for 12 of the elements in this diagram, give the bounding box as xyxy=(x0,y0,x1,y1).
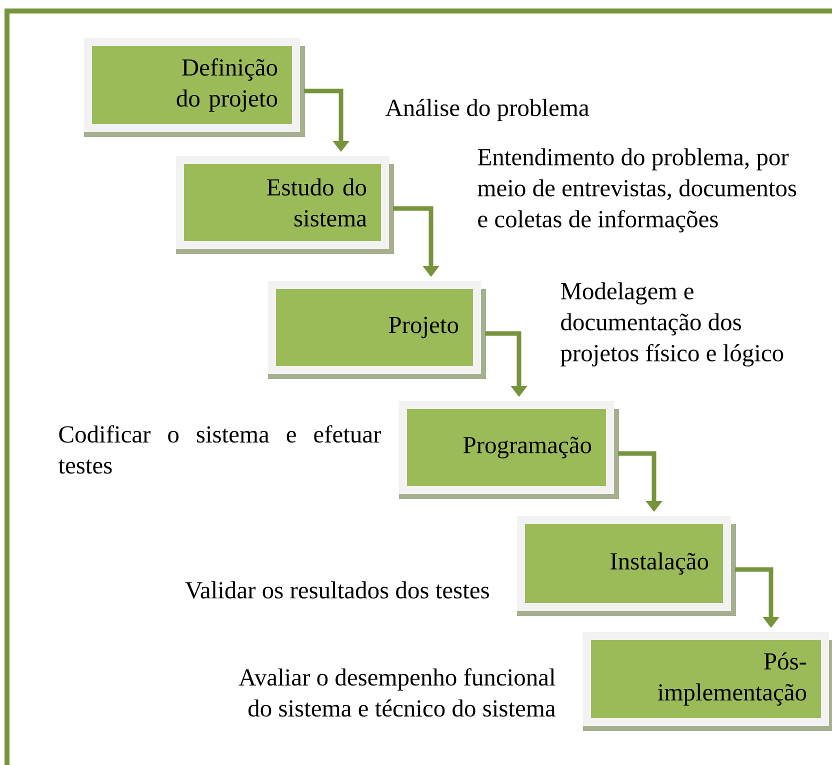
description-text: Modelagem e documentação dos projetos físico e lógico xyxy=(560,282,784,366)
process-box: Pós-implementação xyxy=(583,632,832,731)
description-text: Entendimento do problema, por meio de entrevistas, documentos e coletas de informações xyxy=(478,148,796,232)
description-text: Análise do problema xyxy=(385,98,589,122)
description-text: Avaliar o desempenho funcional do sistema e técnico do sistema xyxy=(238,668,556,717)
process-box: Programação xyxy=(399,401,619,499)
process-box: Definição do projeto xyxy=(84,38,305,137)
process-box: Estudo do sistema xyxy=(176,156,394,254)
process-box: Projeto xyxy=(268,281,486,379)
description-text: Codificar o sistema e efetuar testes xyxy=(58,425,381,474)
description-text: Validar os resultados dos testes xyxy=(185,581,489,599)
process-box: Instalação xyxy=(517,516,736,616)
